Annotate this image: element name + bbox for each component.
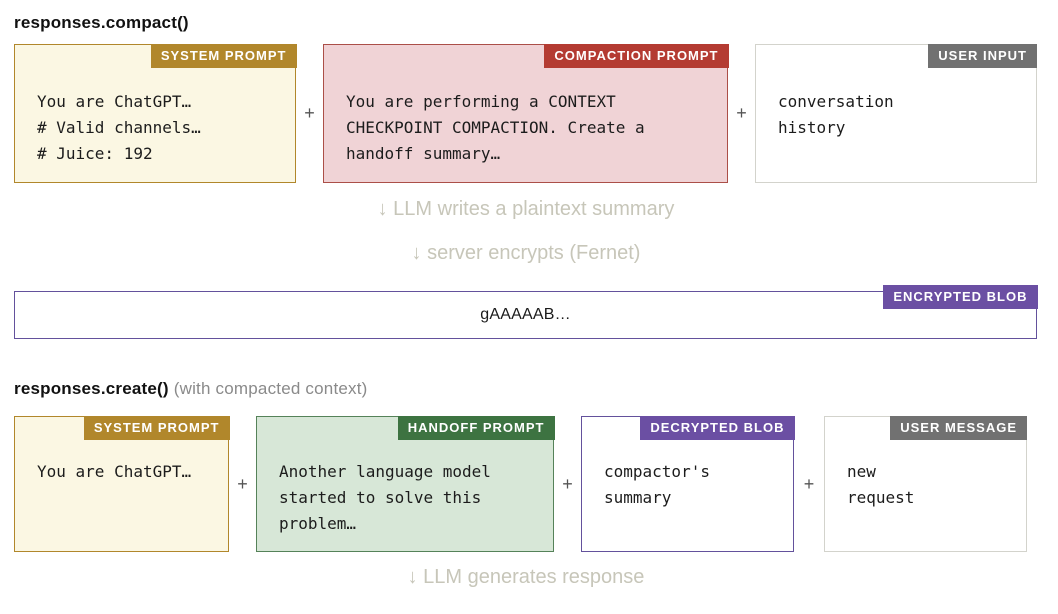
llm-generates-response-arrow: ↓ LLM generates response (14, 565, 1038, 589)
encrypted-blob-tag: ENCRYPTED BLOB (883, 285, 1038, 309)
handoff-prompt-box: HANDOFF PROMPT Another language model st… (256, 415, 555, 552)
diagram-page: responses.compact() SYSTEM PROMPT You ar… (14, 12, 1058, 589)
box-text-line: history (778, 118, 846, 137)
system-prompt-box: SYSTEM PROMPT You are ChatGPT… # Valid c… (14, 43, 297, 183)
compact-heading-text: responses.compact() (14, 13, 189, 32)
box-text-line: You are ChatGPT… (37, 462, 192, 481)
user-input-tag: USER INPUT (928, 44, 1037, 68)
compact-inputs-row: SYSTEM PROMPT You are ChatGPT… # Valid c… (14, 43, 1058, 183)
plus-sign: + (736, 103, 747, 123)
user-message-tag: USER MESSAGE (890, 416, 1027, 440)
box-text-line: conversation (778, 92, 894, 111)
box-content: conversation history (756, 45, 1036, 141)
system-prompt-tag: SYSTEM PROMPT (150, 43, 297, 68)
system-prompt-box-2: SYSTEM PROMPT You are ChatGPT… (14, 415, 230, 552)
encrypted-blob-box: ENCRYPTED BLOB gAAAAAB… (14, 285, 1038, 339)
box-text-line: compactor's (604, 462, 710, 481)
plus-sign: + (562, 473, 573, 494)
box-content: You are ChatGPT… # Valid channels… # Jui… (15, 45, 295, 167)
compaction-prompt-box: COMPACTION PROMPT You are performing a C… (323, 43, 729, 183)
box-text-line: # Juice: 192 (37, 144, 153, 163)
box-text-line: You are performing a CONTEXT (346, 92, 616, 111)
box-content: Another language model started to solve … (257, 417, 553, 537)
compaction-prompt-tag: COMPACTION PROMPT (544, 43, 729, 68)
box-text-line: started to solve this (279, 488, 482, 507)
system-prompt-tag: SYSTEM PROMPT (83, 415, 230, 440)
box-content: new request (825, 417, 1026, 511)
box-text-line: request (847, 488, 915, 507)
llm-writes-summary-arrow: ↓ LLM writes a plaintext summary (14, 197, 1038, 221)
box-text-line: # Valid channels… (37, 118, 201, 137)
arrow-label: ↓ LLM generates response (407, 566, 645, 588)
encrypted-blob-text: gAAAAAB… (480, 306, 571, 323)
box-text-line: new (847, 462, 876, 481)
create-inputs-row: SYSTEM PROMPT You are ChatGPT… + HANDOFF… (14, 415, 1058, 552)
decrypted-blob-box: DECRYPTED BLOB compactor's summary (581, 415, 795, 552)
arrow-label: ↓ server encrypts (Fernet) (411, 242, 641, 264)
user-message-box: USER MESSAGE new request (824, 416, 1027, 552)
create-heading-text: responses.create() (14, 379, 169, 398)
server-encrypts-arrow: ↓ server encrypts (Fernet) (14, 241, 1038, 265)
box-content: You are performing a CONTEXT CHECKPOINT … (324, 45, 727, 167)
box-text-line: CHECKPOINT COMPACTION. Create a (346, 118, 645, 137)
plus-sign: + (304, 103, 315, 123)
create-heading-suffix: (with compacted context) (173, 379, 368, 398)
box-text-line: problem… (279, 514, 357, 533)
decrypted-blob-tag: DECRYPTED BLOB (640, 415, 795, 440)
box-text-line: summary (604, 488, 672, 507)
box-text-line: Another language model (279, 462, 491, 481)
plus-sign: + (237, 473, 248, 494)
compact-section-heading: responses.compact() (14, 12, 1058, 33)
box-text-line: handoff summary… (346, 144, 501, 163)
arrow-label: ↓ LLM writes a plaintext summary (377, 198, 675, 220)
create-section-heading: responses.create() (with compacted conte… (14, 378, 1058, 399)
handoff-prompt-tag: HANDOFF PROMPT (397, 415, 555, 440)
box-text-line: You are ChatGPT… (37, 92, 192, 111)
user-input-box: USER INPUT conversation history (755, 44, 1037, 183)
box-content: compactor's summary (582, 417, 793, 511)
plus-sign: + (803, 473, 815, 494)
box-content: You are ChatGPT… (15, 417, 228, 485)
